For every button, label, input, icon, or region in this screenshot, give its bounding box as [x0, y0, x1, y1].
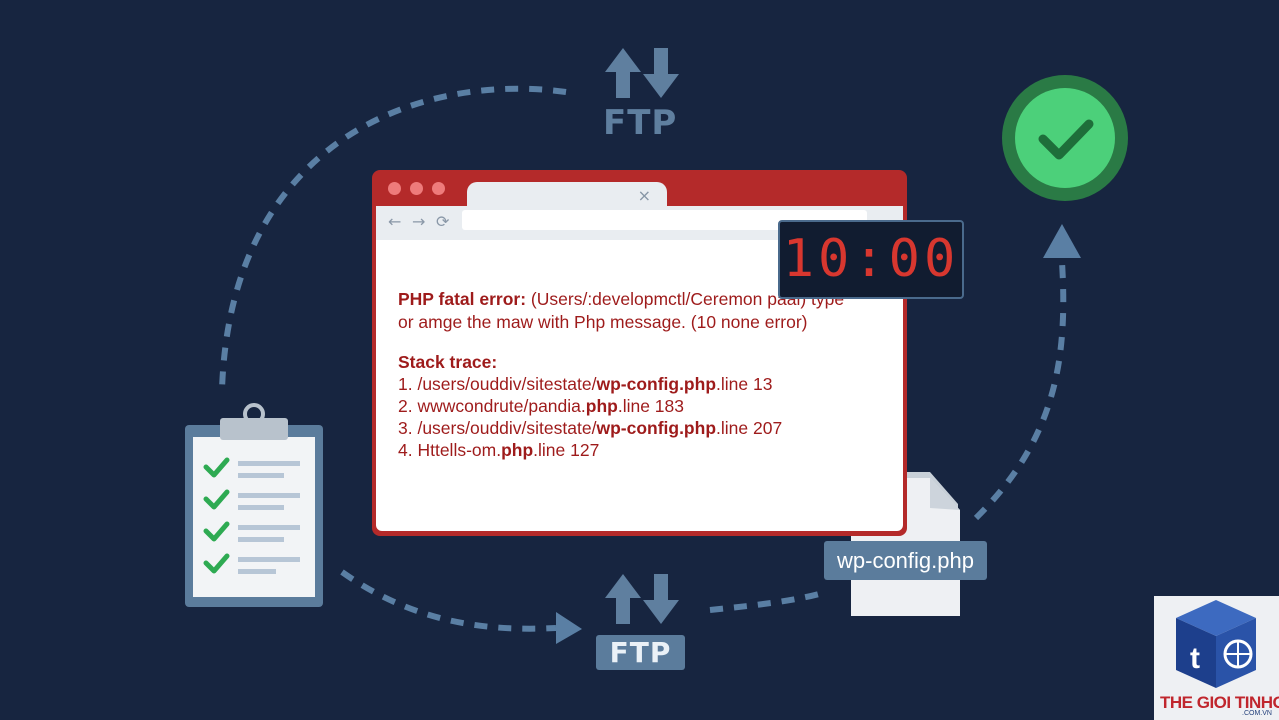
trace-path: 4. Httells-om.	[398, 440, 502, 460]
trace-file: wp-config.php	[596, 374, 717, 394]
flow-path-right	[973, 261, 1067, 521]
trace-line-number: .line 183	[617, 396, 684, 416]
flow-path-bottom-right	[709, 589, 827, 613]
ftp-bottom-label: FTP	[596, 635, 685, 670]
window-close-dot[interactable]	[388, 182, 401, 195]
clipboard-checklist-icon	[185, 403, 323, 607]
browser-window: × ← → ⟳ PHP fatal error: (Users/:develop…	[372, 170, 907, 536]
error-page: PHP fatal error: (Users/:developmctl/Cer…	[376, 240, 903, 531]
trace-file: php	[501, 440, 534, 460]
trace-line-number: .line 13	[716, 374, 773, 394]
error-message-line: PHP fatal error: (Users/:developmctl/Cer…	[398, 288, 844, 310]
logo-letter: t	[1190, 642, 1200, 675]
stack-trace-line: 1. /users/ouddiv/sitestate/wp-config.php…	[398, 373, 772, 395]
arrow-head-icon	[1043, 224, 1081, 258]
address-bar[interactable]	[462, 210, 867, 230]
error-detail: (Users/:developmctl/Ceremon paal) type	[526, 289, 845, 309]
watermark-logo: t THE GIOI TINHOC .COM.VN	[1154, 596, 1279, 720]
stack-trace-line: 3. /users/ouddiv/sitestate/wp-config.php…	[398, 417, 782, 439]
stack-trace-line: 4. Httells-om.php.line 127	[398, 439, 599, 461]
flow-path-bottom-left	[340, 569, 557, 632]
arrow-head-icon	[556, 612, 582, 644]
error-message-line: or amge the maw with Php message. (10 no…	[398, 312, 808, 332]
transfer-arrows-icon	[605, 48, 679, 98]
tab-close-icon[interactable]: ×	[637, 186, 651, 205]
watermark-domain: .COM.VN	[1242, 710, 1272, 717]
checkmark-circle-icon	[1002, 75, 1128, 201]
trace-file: wp-config.php	[596, 418, 717, 438]
window-minimize-dot[interactable]	[410, 182, 423, 195]
watermark-brand: THE GIOI TINHOC	[1160, 693, 1279, 712]
trace-path: 1. /users/ouddiv/sitestate/	[398, 374, 597, 394]
back-icon[interactable]: ←	[388, 212, 402, 231]
stack-trace-line: 2. wwwcondrute/pandia.php.line 183	[398, 395, 684, 417]
file-name-label: wp-config.php	[824, 541, 987, 580]
trace-path: 2. wwwcondrute/pandia.	[398, 396, 586, 416]
transfer-arrows-icon	[605, 574, 679, 624]
window-maximize-dot[interactable]	[432, 182, 445, 195]
trace-path: 3. /users/ouddiv/sitestate/	[398, 418, 597, 438]
reload-icon[interactable]: ⟳	[436, 212, 450, 231]
cube-logo-icon: t	[1176, 600, 1256, 688]
countdown-timer: 10:00	[778, 220, 964, 299]
trace-line-number: .line 127	[533, 440, 600, 460]
stack-trace-title: Stack trace:	[398, 352, 498, 372]
trace-line-number: .line 207	[716, 418, 783, 438]
trace-file: php	[585, 396, 618, 416]
ftp-top-label: FTP	[603, 103, 678, 143]
forward-icon[interactable]: →	[412, 212, 426, 231]
error-label: PHP fatal error:	[398, 289, 527, 309]
